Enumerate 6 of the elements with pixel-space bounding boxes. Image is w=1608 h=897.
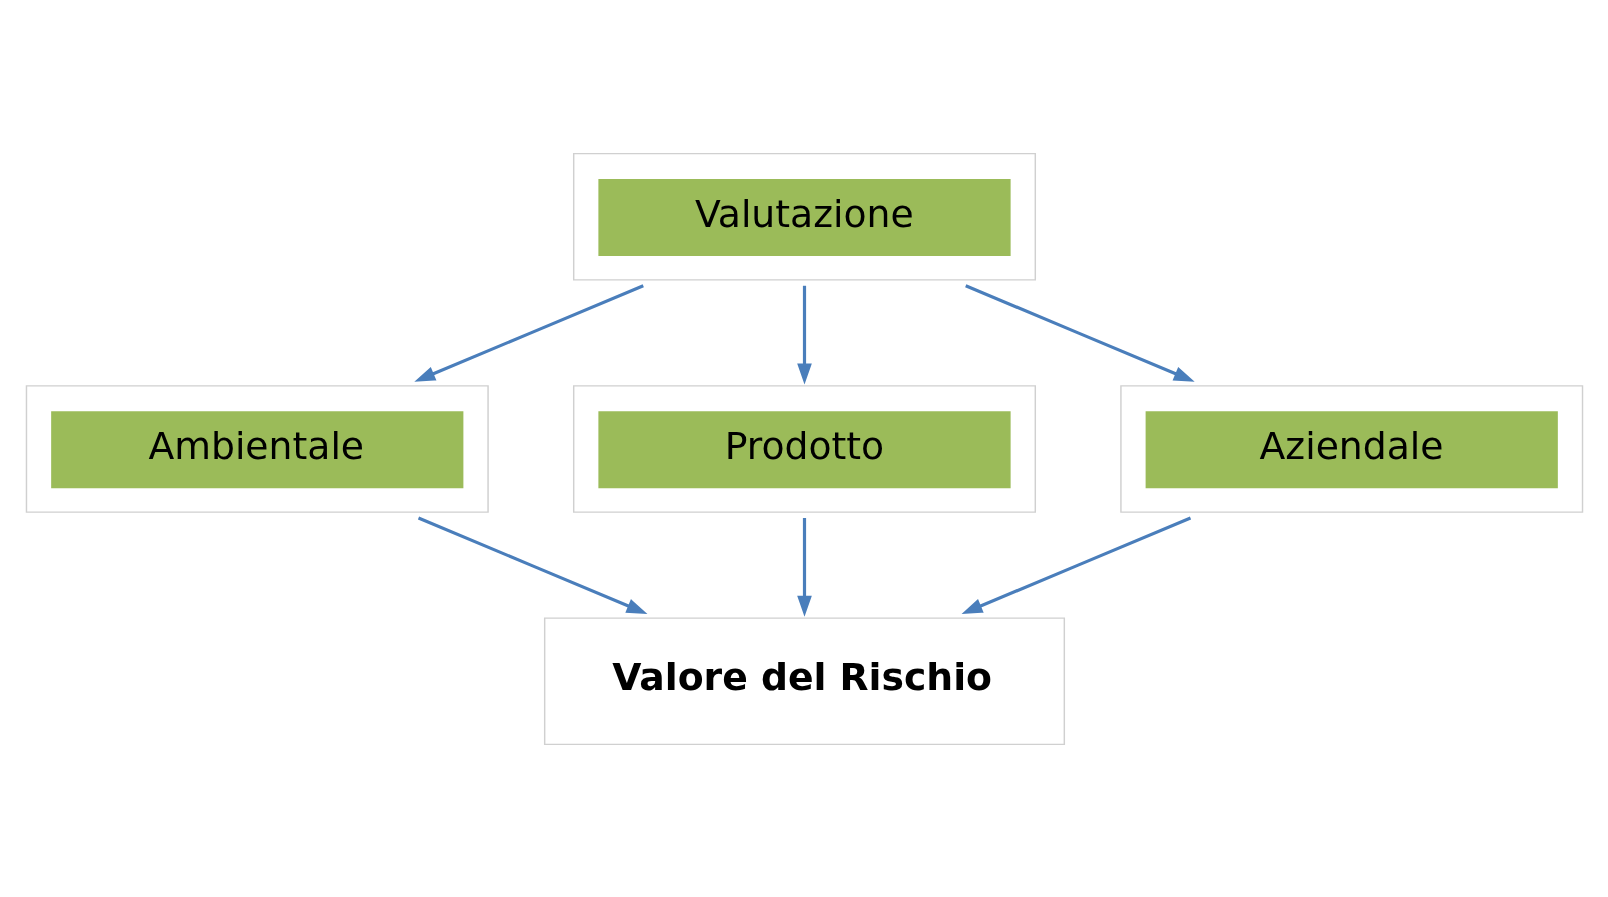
arrow <box>961 516 1191 614</box>
arrow <box>413 283 644 382</box>
arrow <box>964 283 1195 382</box>
arrow <box>796 285 812 384</box>
arrow <box>417 516 647 614</box>
arrow <box>796 517 812 617</box>
